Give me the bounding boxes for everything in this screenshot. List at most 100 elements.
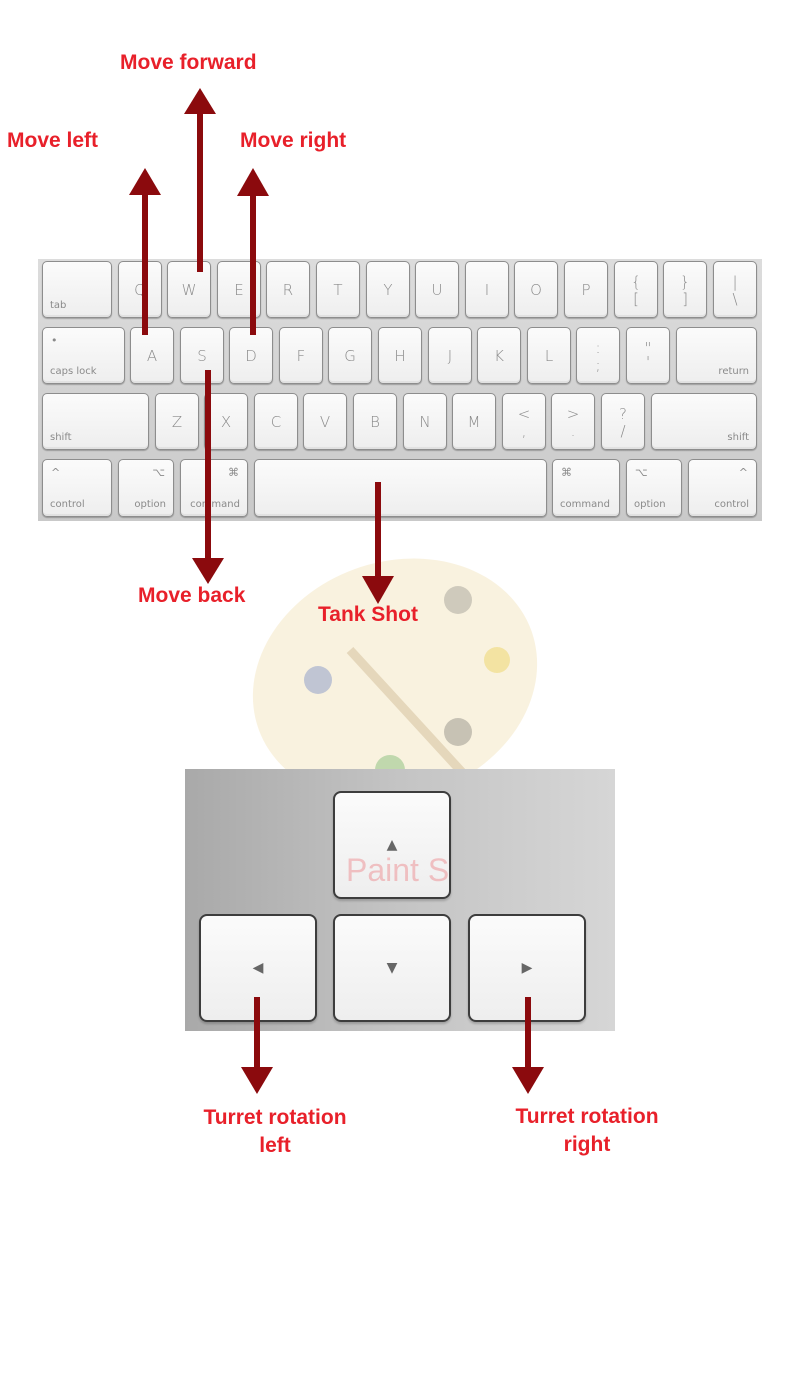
key-d: D bbox=[229, 327, 273, 384]
spacebar-key bbox=[254, 459, 547, 517]
key-label: O bbox=[530, 280, 542, 299]
option-symbol: ⌥ bbox=[635, 466, 648, 479]
key-label: W bbox=[181, 280, 197, 299]
watermark-text: Paint S bbox=[346, 852, 450, 888]
shift-label: shift bbox=[50, 432, 72, 443]
arrow-up-icon: ▲ bbox=[386, 837, 398, 853]
arrow-left-icon: ◀ bbox=[252, 960, 264, 976]
key-u: U bbox=[415, 261, 459, 318]
key-r: R bbox=[266, 261, 310, 318]
caps-lock-indicator: • bbox=[51, 334, 58, 347]
key-lower-label: / bbox=[620, 422, 626, 441]
key-w: W bbox=[167, 261, 211, 318]
label-line: left bbox=[259, 1134, 291, 1157]
key-i: I bbox=[465, 261, 509, 318]
shift-right-key: shift bbox=[651, 393, 757, 450]
control-label: control bbox=[714, 499, 749, 510]
shift-label: shift bbox=[727, 432, 749, 443]
command-left-key: ⌘ command bbox=[180, 459, 248, 517]
key-lower-label: . bbox=[570, 422, 576, 441]
key-bracket-close: } ] bbox=[663, 261, 707, 318]
key-slash: ? / bbox=[601, 393, 645, 450]
command-label: command bbox=[560, 499, 610, 510]
key-label: B bbox=[370, 412, 380, 431]
option-right-key: ⌥ option bbox=[626, 459, 682, 517]
arrow-move-back bbox=[192, 370, 224, 584]
key-label: N bbox=[419, 412, 431, 431]
caps-lock-key: • caps lock bbox=[42, 327, 125, 384]
key-upper-label: | bbox=[732, 272, 738, 291]
key-lower-label: ] bbox=[682, 290, 688, 309]
arrow-turret-left bbox=[241, 997, 273, 1094]
arrow-right-icon: ▶ bbox=[521, 960, 533, 976]
control-symbol: ^ bbox=[738, 466, 748, 479]
key-label: F bbox=[296, 346, 306, 365]
command-right-key: ⌘ command bbox=[552, 459, 620, 517]
key-lower-label: ; bbox=[595, 356, 601, 375]
key-upper-label: > bbox=[566, 404, 580, 423]
key-label: D bbox=[245, 346, 257, 365]
key-g: G bbox=[328, 327, 372, 384]
control-symbol: ^ bbox=[51, 466, 61, 479]
key-label: X bbox=[220, 412, 232, 431]
key-quote: " ' bbox=[626, 327, 670, 384]
arrow-up-key: ▲ bbox=[333, 791, 451, 899]
key-comma: < , bbox=[502, 393, 546, 450]
key-q: Q bbox=[118, 261, 162, 318]
key-upper-label: { bbox=[631, 272, 641, 291]
key-n: N bbox=[403, 393, 447, 450]
key-label: M bbox=[467, 412, 481, 431]
key-label: E bbox=[234, 280, 244, 299]
key-lower-label: , bbox=[521, 422, 527, 441]
key-label: L bbox=[544, 346, 554, 365]
key-m: M bbox=[452, 393, 496, 450]
label-move-back: Move back bbox=[138, 584, 246, 607]
key-period: > . bbox=[551, 393, 595, 450]
key-c: C bbox=[254, 393, 298, 450]
label-turret-rotation-right: Turret rotation right bbox=[506, 1103, 668, 1159]
key-label: I bbox=[484, 280, 490, 299]
arrow-down-icon: ▼ bbox=[386, 960, 398, 976]
key-pipe: | \ bbox=[713, 261, 757, 318]
key-t: T bbox=[316, 261, 360, 318]
key-label: A bbox=[146, 346, 158, 365]
key-lower-label: ' bbox=[645, 353, 651, 372]
key-j: J bbox=[428, 327, 472, 384]
key-label: V bbox=[319, 412, 331, 431]
option-left-key: ⌥ option bbox=[118, 459, 174, 517]
label-line: Turret rotation bbox=[203, 1106, 347, 1129]
key-f: F bbox=[279, 327, 323, 384]
key-label: R bbox=[282, 280, 294, 299]
arrow-move-left bbox=[129, 168, 161, 335]
key-label: G bbox=[344, 346, 356, 365]
shift-left-key: shift bbox=[42, 393, 149, 450]
key-label: K bbox=[494, 346, 504, 365]
arrow-down-key: ▼ bbox=[333, 914, 451, 1022]
label-move-right: Move right bbox=[240, 129, 347, 152]
return-label: return bbox=[718, 366, 749, 377]
tab-key-label: tab bbox=[50, 300, 67, 311]
key-label: Z bbox=[171, 412, 183, 431]
command-symbol: ⌘ bbox=[228, 466, 239, 479]
arrow-move-forward bbox=[184, 88, 216, 272]
key-p: P bbox=[564, 261, 608, 318]
key-upper-label: " bbox=[644, 338, 652, 357]
key-label: U bbox=[431, 280, 443, 299]
label-line: Turret rotation bbox=[515, 1105, 659, 1128]
key-label: S bbox=[197, 346, 207, 365]
return-key: return bbox=[676, 327, 757, 384]
label-turret-rotation-left: Turret rotation left bbox=[194, 1104, 356, 1160]
key-semicolon: : ; bbox=[576, 327, 620, 384]
control-left-key: ^ control bbox=[42, 459, 112, 517]
arrow-keys-panel: ▲ ◀ ▼ ▶ bbox=[185, 769, 615, 1031]
key-b: B bbox=[353, 393, 397, 450]
key-upper-label: : bbox=[595, 338, 601, 357]
arrow-turret-right bbox=[512, 997, 544, 1094]
key-label: P bbox=[581, 280, 591, 299]
key-y: Y bbox=[366, 261, 410, 318]
key-label: Y bbox=[383, 280, 393, 299]
command-symbol: ⌘ bbox=[561, 466, 572, 479]
label-line: right bbox=[563, 1133, 611, 1156]
key-a: A bbox=[130, 327, 174, 384]
